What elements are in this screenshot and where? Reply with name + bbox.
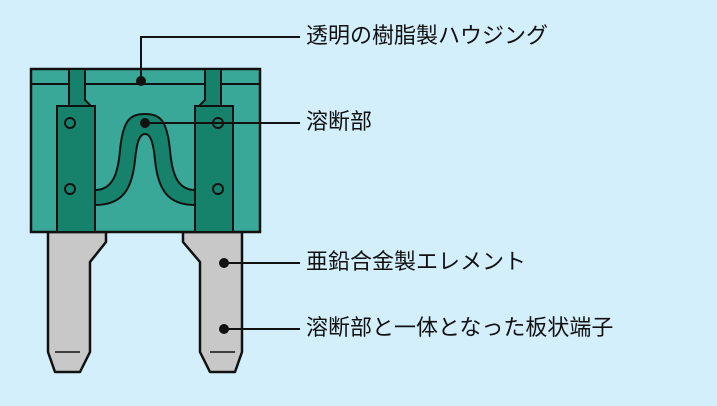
left-terminal	[46, 230, 108, 374]
rivet-hole	[64, 183, 76, 195]
label-fuse-element: 溶断部	[306, 110, 373, 135]
fuse-element	[94, 113, 196, 206]
label-terminal: 溶断部と一体となった板状端子	[306, 316, 614, 341]
leader-fuse-element	[140, 118, 300, 128]
rivet-hole	[212, 183, 224, 195]
leader-zinc-alloy	[219, 258, 300, 268]
label-housing: 透明の樹脂製ハウジング	[306, 24, 549, 49]
label-zinc-alloy: 亜鉛合金製エレメント	[306, 250, 527, 275]
rivet-hole	[64, 117, 76, 129]
resin-housing	[29, 67, 262, 234]
leader-housing	[136, 36, 300, 86]
right-terminal	[181, 230, 244, 374]
leader-terminal	[219, 324, 300, 334]
